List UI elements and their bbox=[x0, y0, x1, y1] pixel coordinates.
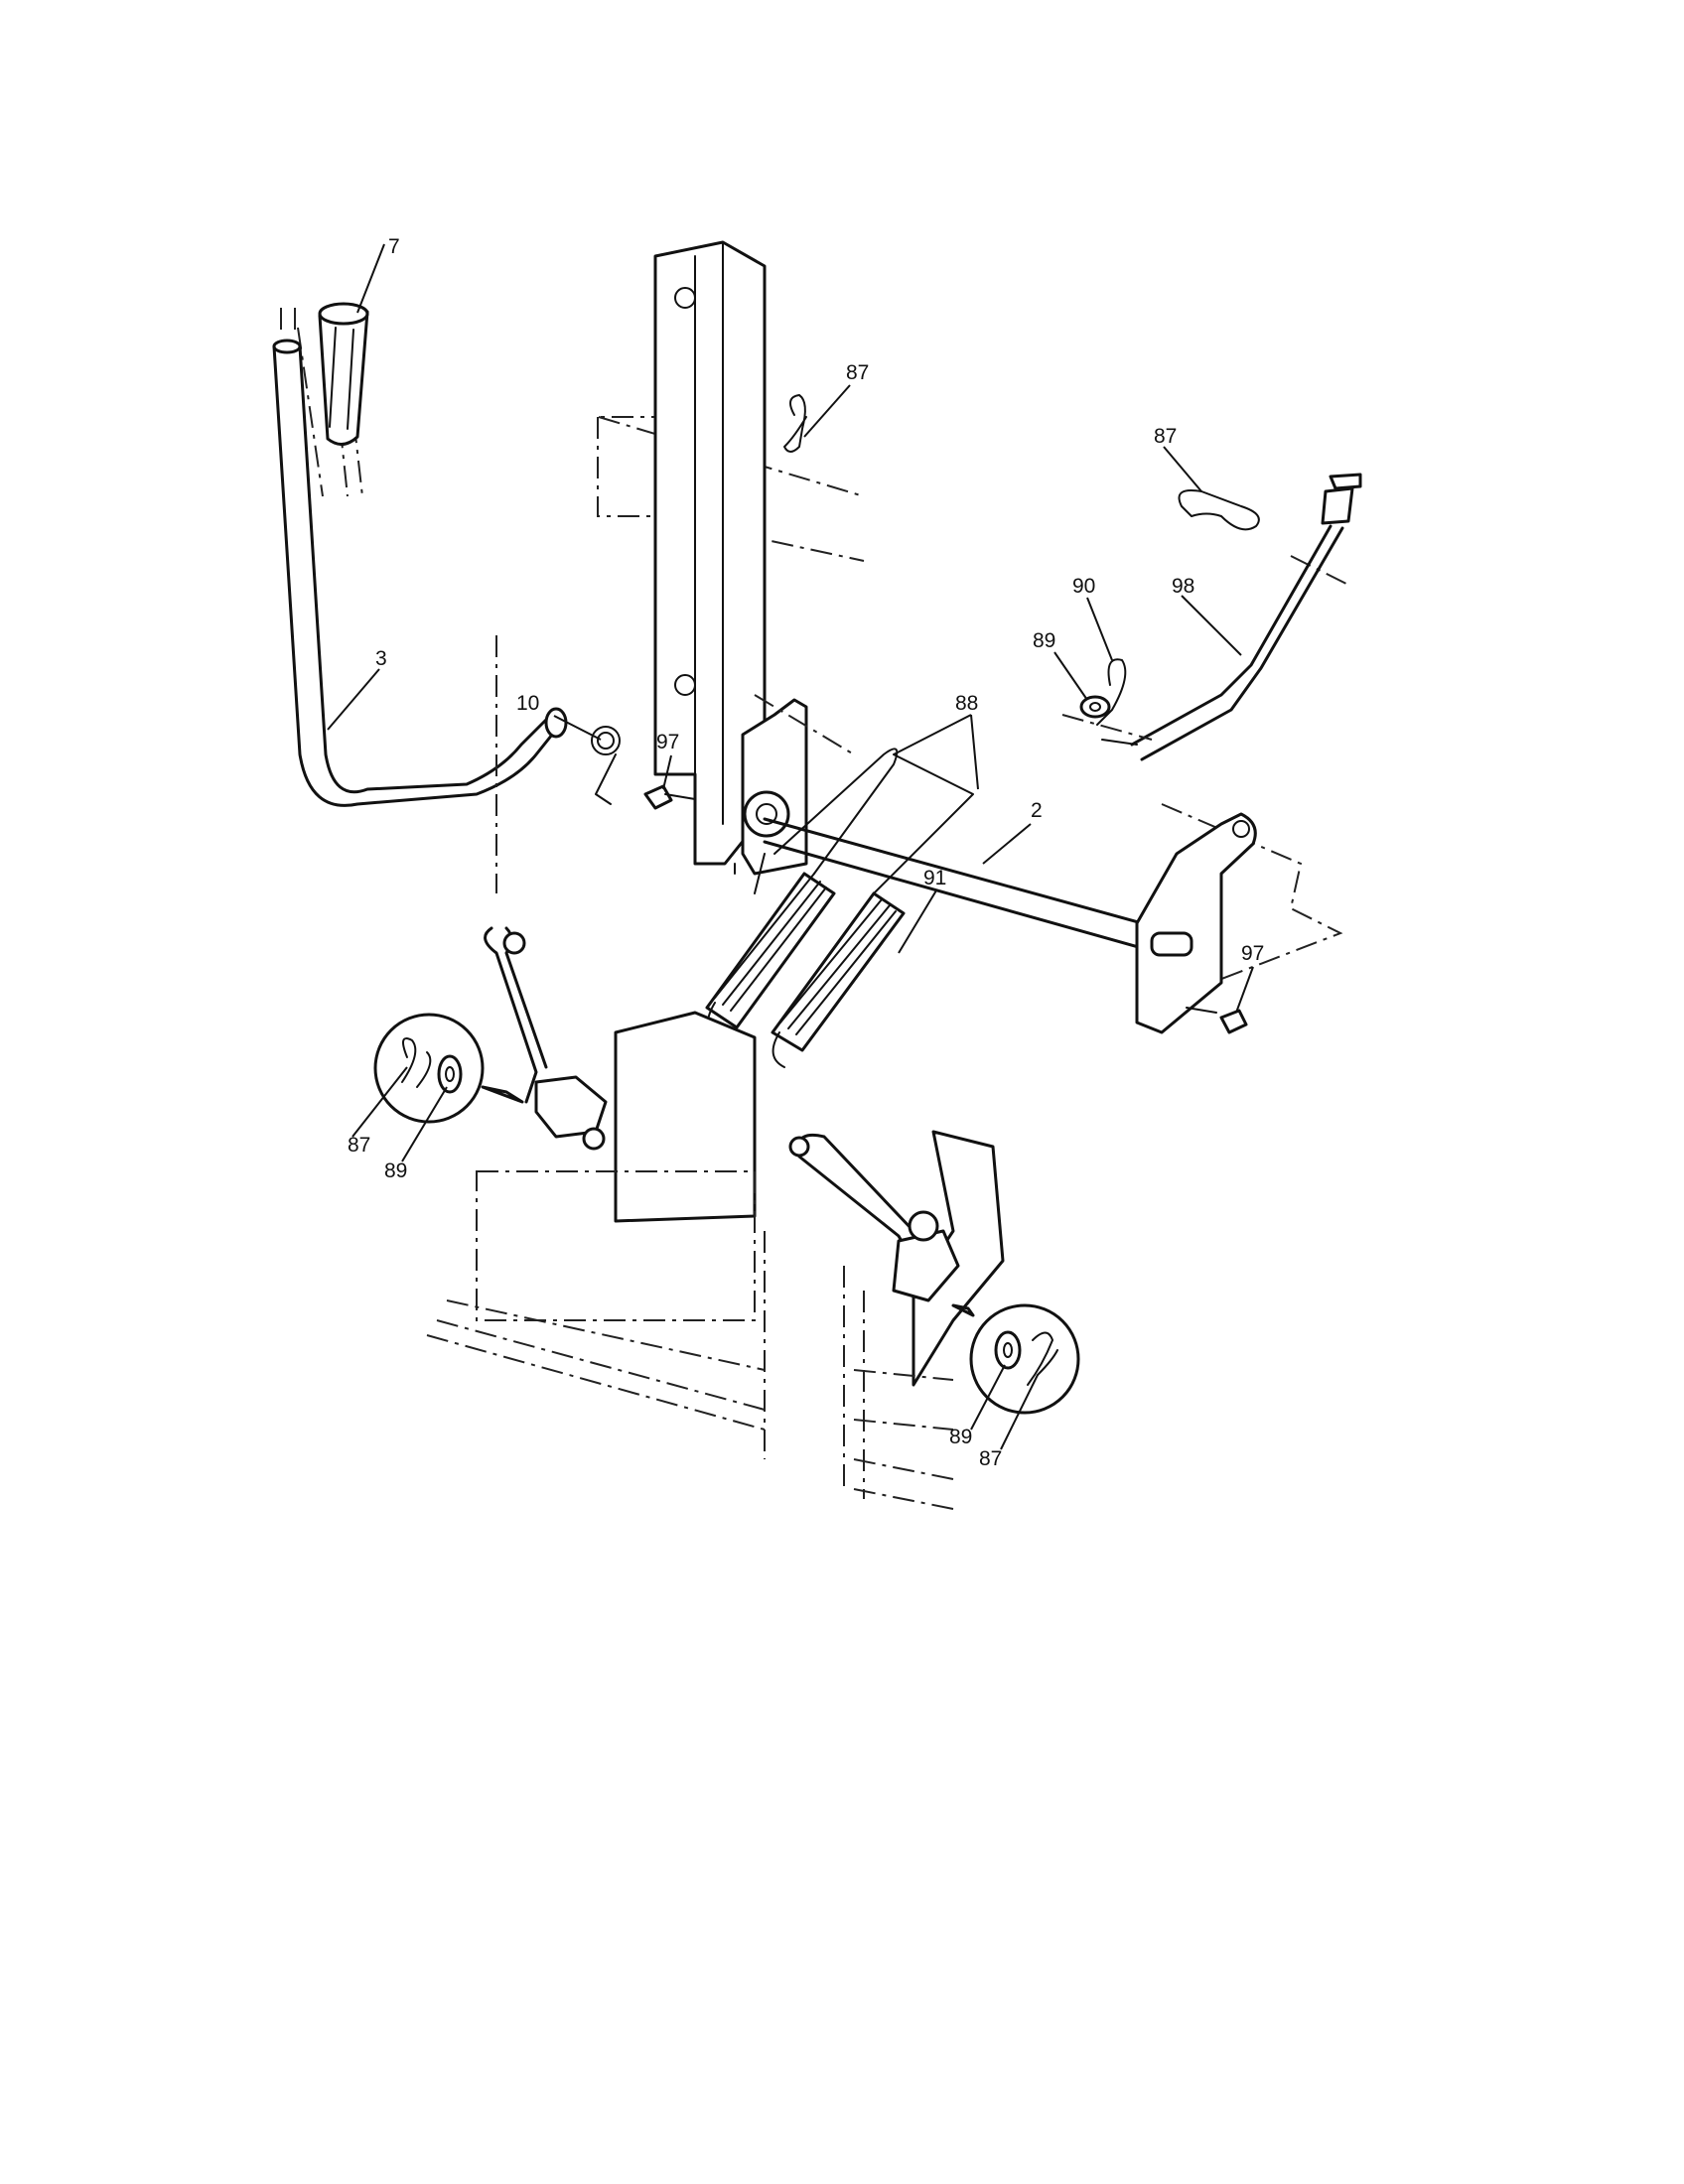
bolt-part-97-left bbox=[643, 784, 696, 810]
callout-89-detail-right: 89 bbox=[949, 1426, 972, 1448]
callout-98: 98 bbox=[1172, 575, 1194, 598]
callout-91: 91 bbox=[923, 867, 946, 889]
callout-87-right: 87 bbox=[1154, 425, 1177, 448]
callout-2: 2 bbox=[1031, 799, 1043, 822]
clip-part-90 bbox=[1096, 658, 1127, 726]
bolt-part-97-right bbox=[1186, 1007, 1248, 1034]
callout-89-right: 89 bbox=[1033, 629, 1055, 652]
callout-97-right: 97 bbox=[1241, 942, 1264, 965]
callout-10: 10 bbox=[516, 692, 539, 715]
callout-88: 88 bbox=[955, 692, 978, 715]
adjust-rod-part-98 bbox=[1101, 473, 1362, 761]
handle-grip-part-7 bbox=[318, 302, 369, 497]
callout-89-detail-left: 89 bbox=[384, 1160, 407, 1182]
hairpin-clip-part-87-center bbox=[783, 394, 807, 453]
torsion-spring-part-10 bbox=[591, 726, 621, 805]
callout-7: 7 bbox=[388, 235, 400, 258]
callout-90: 90 bbox=[1072, 575, 1095, 598]
left-link-rod bbox=[484, 635, 548, 1104]
hairpin-clip-part-87-top-right bbox=[1178, 489, 1260, 531]
cross-shaft-part-2 bbox=[763, 817, 1183, 950]
lift-handle-part-3 bbox=[272, 308, 568, 807]
callout-87-top: 87 bbox=[846, 361, 869, 384]
detail-circle-left bbox=[373, 1013, 524, 1124]
left-deck-bracket bbox=[426, 1011, 766, 1459]
right-bracket bbox=[1135, 803, 1343, 1034]
right-deck-bracket bbox=[843, 1130, 1005, 1510]
washer-part-89-top bbox=[1061, 695, 1153, 741]
center-bracket bbox=[597, 240, 865, 894]
leader-lines bbox=[327, 243, 1254, 1450]
detail-circle-right bbox=[951, 1303, 1080, 1415]
callout-97-left: 97 bbox=[656, 731, 679, 753]
callout-labels: 7 87 87 90 98 89 88 3 10 97 2 97 91 87 8… bbox=[348, 235, 1264, 1470]
callout-3: 3 bbox=[375, 647, 387, 670]
callout-87-detail-right: 87 bbox=[979, 1447, 1002, 1470]
springs-part-88 bbox=[705, 748, 974, 1068]
callout-87-detail-left: 87 bbox=[348, 1134, 370, 1157]
